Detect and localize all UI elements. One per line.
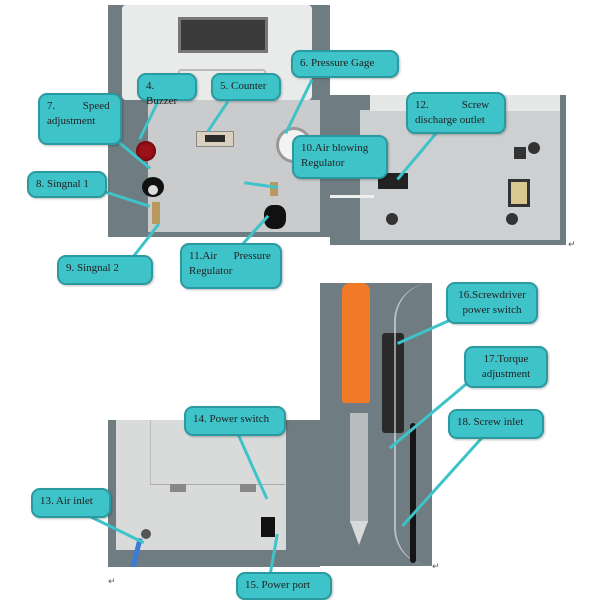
- callout-signal-2: 9. Singnal 2: [57, 255, 153, 285]
- callout-buzzer-label: 4. Buzzer: [146, 80, 178, 107]
- hinge-icon: [170, 484, 186, 492]
- callout-speed-line1: 7. Speed: [47, 100, 110, 112]
- callout-screwdriver-line2: power switch: [462, 304, 522, 316]
- callout-power-port: 15. Power port: [236, 572, 332, 600]
- rear-lid-line: [150, 420, 285, 485]
- paragraph-mark: ↵: [432, 562, 440, 572]
- callout-air-blowing-line1: 10.Air blowing: [301, 142, 369, 154]
- callout-torque-adjustment: 17.Torque adjustment: [464, 346, 548, 388]
- callout-speed-adjustment: 7. Speed adjustment: [38, 93, 122, 145]
- callout-signal-1-label: 8. Singnal 1: [36, 178, 89, 190]
- feed-tube: [394, 283, 432, 566]
- paragraph-mark: ↵: [108, 577, 116, 587]
- side-window-icon: [508, 179, 530, 207]
- callout-buzzer: 4. Buzzer: [137, 73, 197, 107]
- power-cable: [410, 423, 416, 563]
- callout-speed-line2: adjustment: [47, 115, 96, 127]
- callout-air-pressure-line2: Regulator: [189, 265, 233, 277]
- callout-power-switch-label: 14. Power switch: [193, 413, 270, 425]
- callout-signal-1: 8. Singnal 1: [27, 171, 107, 198]
- callout-screw-discharge-outlet: 12. Screw discharge outlet: [406, 92, 506, 134]
- rubber-foot-icon: [386, 213, 398, 225]
- callout-air-blowing-regulator: 10.Air blowing Regulator: [292, 135, 388, 179]
- callout-power-switch: 14. Power switch: [184, 406, 286, 436]
- callout-torque-line1: 17.Torque: [483, 353, 529, 365]
- callout-signal-2-label: 9. Singnal 2: [66, 262, 119, 274]
- callout-pressure-gage: 6. Pressure Gage: [291, 50, 399, 78]
- screwdriver-nozzle: [350, 413, 368, 523]
- callout-air-inlet: 13. Air inlet: [31, 488, 111, 518]
- callout-pressure-gage-label: 6. Pressure Gage: [300, 57, 375, 69]
- callout-screw-inlet-label: 18. Screw inlet: [457, 416, 524, 428]
- callout-air-pressure-line1: 11.Air Pressure: [189, 250, 271, 262]
- speed-knob-icon: [142, 177, 164, 197]
- callout-torque-line2: adjustment: [481, 368, 531, 380]
- air-inlet-icon: [141, 529, 151, 539]
- callout-power-port-label: 15. Power port: [245, 579, 311, 591]
- callout-counter: 5. Counter: [211, 73, 281, 101]
- callout-screw-inlet: 18. Screw inlet: [448, 409, 544, 439]
- side-vent-icon: [514, 147, 526, 159]
- power-port-icon: [261, 517, 275, 537]
- callout-counter-label: 5. Counter: [220, 80, 267, 92]
- lid-hopper-opening: [178, 17, 268, 53]
- screwdriver-controller: [382, 333, 404, 433]
- buzzer-icon: [136, 141, 156, 161]
- callout-air-inlet-label: 13. Air inlet: [40, 495, 93, 507]
- screwdriver-tip: [350, 521, 368, 545]
- callout-air-pressure-regulator: 11.Air Pressure Regulator: [180, 243, 282, 289]
- signal-connector-icon: [152, 202, 160, 224]
- rubber-foot-icon: [528, 142, 540, 154]
- screwdriver-body: [342, 283, 370, 403]
- callout-discharge-line1: 12. Screw: [415, 99, 490, 111]
- callout-screwdriver-power-switch: 16.Screwdriver power switch: [446, 282, 538, 324]
- photo-screwdriver: [320, 283, 432, 566]
- paragraph-mark: ↵: [568, 240, 576, 250]
- air-pressure-knob-icon: [264, 205, 286, 229]
- air-blowing-fitting-icon: [270, 182, 278, 196]
- callout-discharge-line2: discharge outlet: [415, 114, 485, 126]
- photo-machine-rear: [108, 420, 320, 567]
- hinge-icon: [240, 484, 256, 492]
- rear-panel: [116, 420, 286, 550]
- rubber-foot-icon: [506, 213, 518, 225]
- callout-air-blowing-line2: Regulator: [301, 157, 345, 169]
- tube-icon: [330, 195, 374, 198]
- callout-screwdriver-line1: 16.Screwdriver: [458, 289, 526, 301]
- counter-display: [196, 131, 234, 147]
